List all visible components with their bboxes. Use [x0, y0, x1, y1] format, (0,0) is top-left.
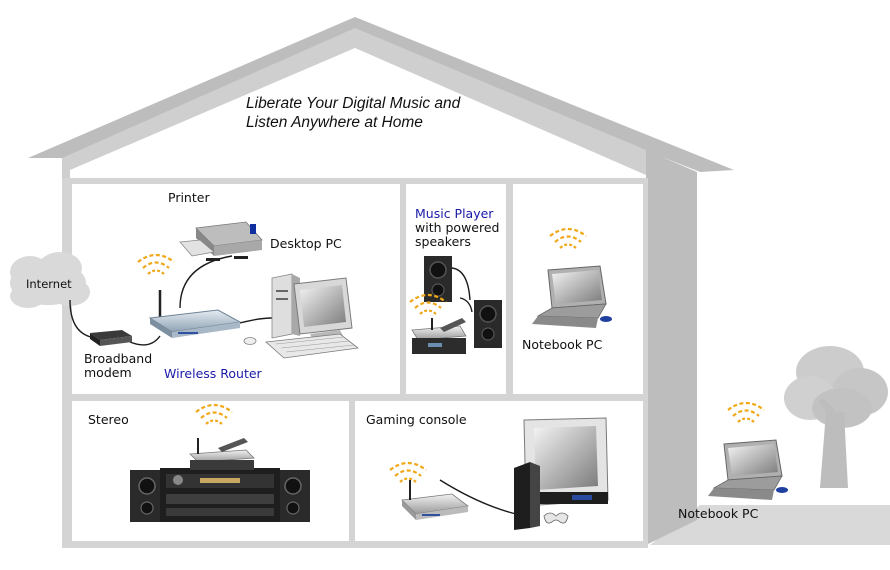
internet-cloud [10, 252, 90, 308]
music-player-label-line-3: speakers [415, 234, 471, 249]
yard-ground [650, 505, 890, 545]
desktop-pc-device [243, 273, 359, 359]
wireless-router-label: Wireless Router [164, 366, 262, 381]
notebook-pc-room-label: Notebook PC [522, 337, 603, 352]
wifi-signal-notebook-yard [726, 401, 766, 424]
stereo-system [130, 438, 310, 522]
music-player-label-line-1: Music Player [415, 206, 494, 221]
headline-line-2: Listen Anywhere at Home [246, 114, 423, 131]
music-player-speakers [411, 256, 502, 354]
headline-line-1: Liberate Your Digital Music and [246, 95, 461, 112]
notebook-pc-yard-label: Notebook PC [678, 506, 759, 521]
broadband-label-line-1: Broadband [84, 351, 153, 366]
room-music [406, 184, 506, 394]
desktop-pc-label: Desktop PC [270, 236, 342, 251]
house-roof [28, 17, 734, 180]
notebook-pc-yard [708, 439, 788, 500]
house-side-wall [646, 150, 697, 545]
wireless-router-office [148, 290, 242, 338]
stereo-label: Stereo [88, 412, 129, 427]
gaming-console-setup [401, 417, 609, 530]
printer-device [179, 221, 263, 261]
printer-label: Printer [168, 190, 210, 205]
broadband-label-line-2: modem [84, 365, 132, 380]
broadband-modem-device [90, 330, 132, 346]
headline: Liberate Your Digital Music and Listen A… [246, 94, 460, 132]
tree-illustration [784, 346, 888, 488]
notebook-pc-room [532, 265, 612, 328]
gaming-console-label: Gaming console [366, 412, 467, 427]
network-cables [69, 255, 517, 515]
music-player-label-line-2: with powered [415, 220, 500, 235]
internet-label: Internet [26, 277, 72, 291]
